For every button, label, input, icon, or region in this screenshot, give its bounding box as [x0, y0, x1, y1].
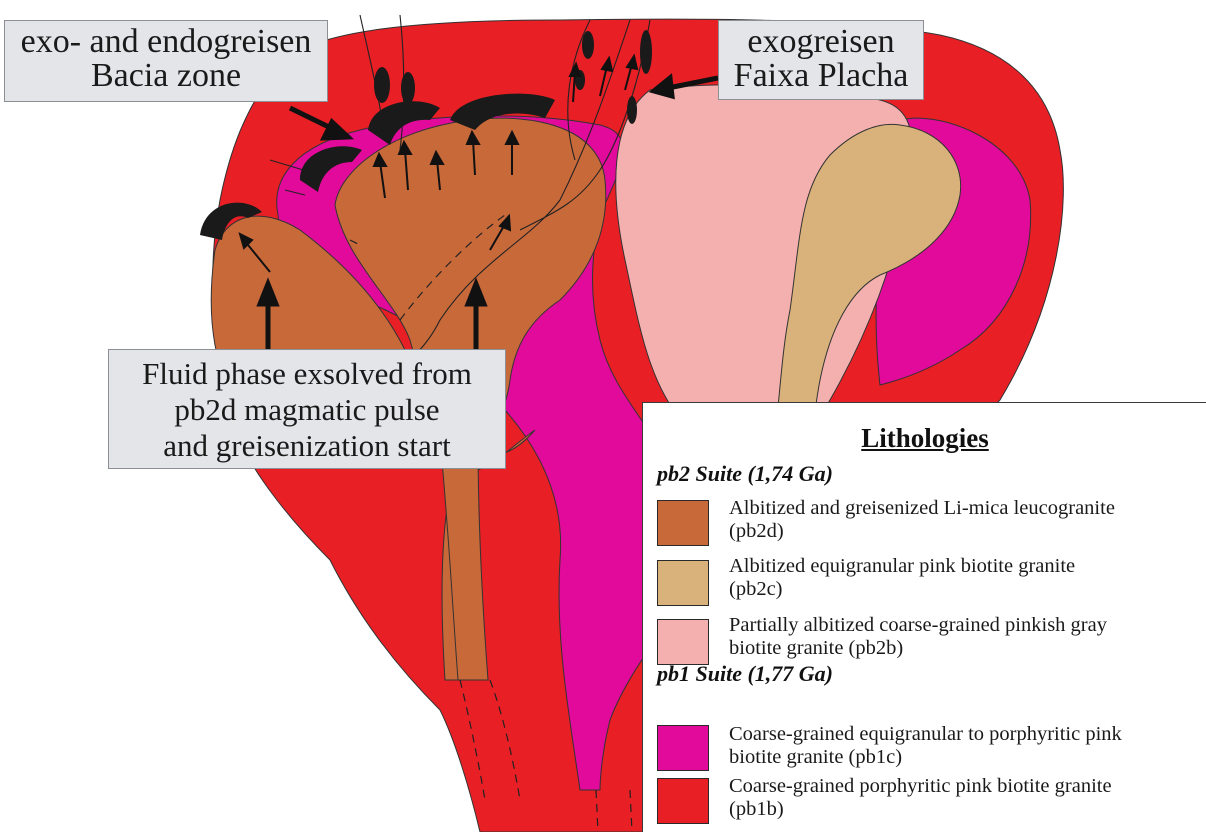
legend-swatch-pb2c [657, 560, 709, 606]
legend-title: Lithologies [643, 423, 1206, 454]
callout-fluid-phase: Fluid phase exsolved from pb2d magmatic … [108, 349, 506, 469]
greisen-vein-1 [374, 67, 390, 103]
greisen-vein-3 [582, 31, 594, 59]
legend-label-pb2c: Albitized equigranular pink biotite gran… [729, 555, 1075, 601]
greisen-vein-4 [640, 30, 652, 74]
greisen-vein-5 [627, 96, 637, 124]
callout-placha-line1: exogreisen [719, 25, 923, 59]
legend-panel: Lithologies pb2 Suite (1,74 Ga) Albitize… [642, 402, 1206, 832]
callout-fluid-line1: Fluid phase exsolved from [109, 356, 505, 392]
legend-swatch-pb1c [657, 725, 709, 771]
legend-swatch-pb2b [657, 619, 709, 665]
legend-label-pb1c: Coarse-grained equigranular to porphyrit… [729, 723, 1122, 769]
legend-swatch-pb1b [657, 778, 709, 824]
legend-suite-pb1: pb1 Suite (1,77 Ga) [657, 661, 833, 687]
callout-placha-line2: Faixa Placha [719, 59, 923, 93]
callout-bacia-zone: exo- and endogreisen Bacia zone [4, 20, 328, 102]
legend-label-pb2d: Albitized and greisenized Li-mica leucog… [729, 497, 1115, 543]
legend-suite-pb2: pb2 Suite (1,74 Ga) [657, 461, 833, 487]
callout-bacia-line2: Bacia zone [5, 59, 327, 93]
greisen-vein-2 [401, 72, 415, 104]
legend-swatch-pb2d [657, 500, 709, 546]
callout-fluid-line2: pb2d magmatic pulse [109, 392, 505, 428]
callout-bacia-line1: exo- and endogreisen [5, 25, 327, 59]
legend-label-pb2b: Partially albitized coarse-grained pinki… [729, 614, 1107, 660]
legend-label-pb1b: Coarse-grained porphyritic pink biotite … [729, 775, 1112, 821]
callout-fluid-line3: and greisenization start [109, 428, 505, 464]
callout-faixa-placha: exogreisen Faixa Placha [718, 20, 924, 100]
